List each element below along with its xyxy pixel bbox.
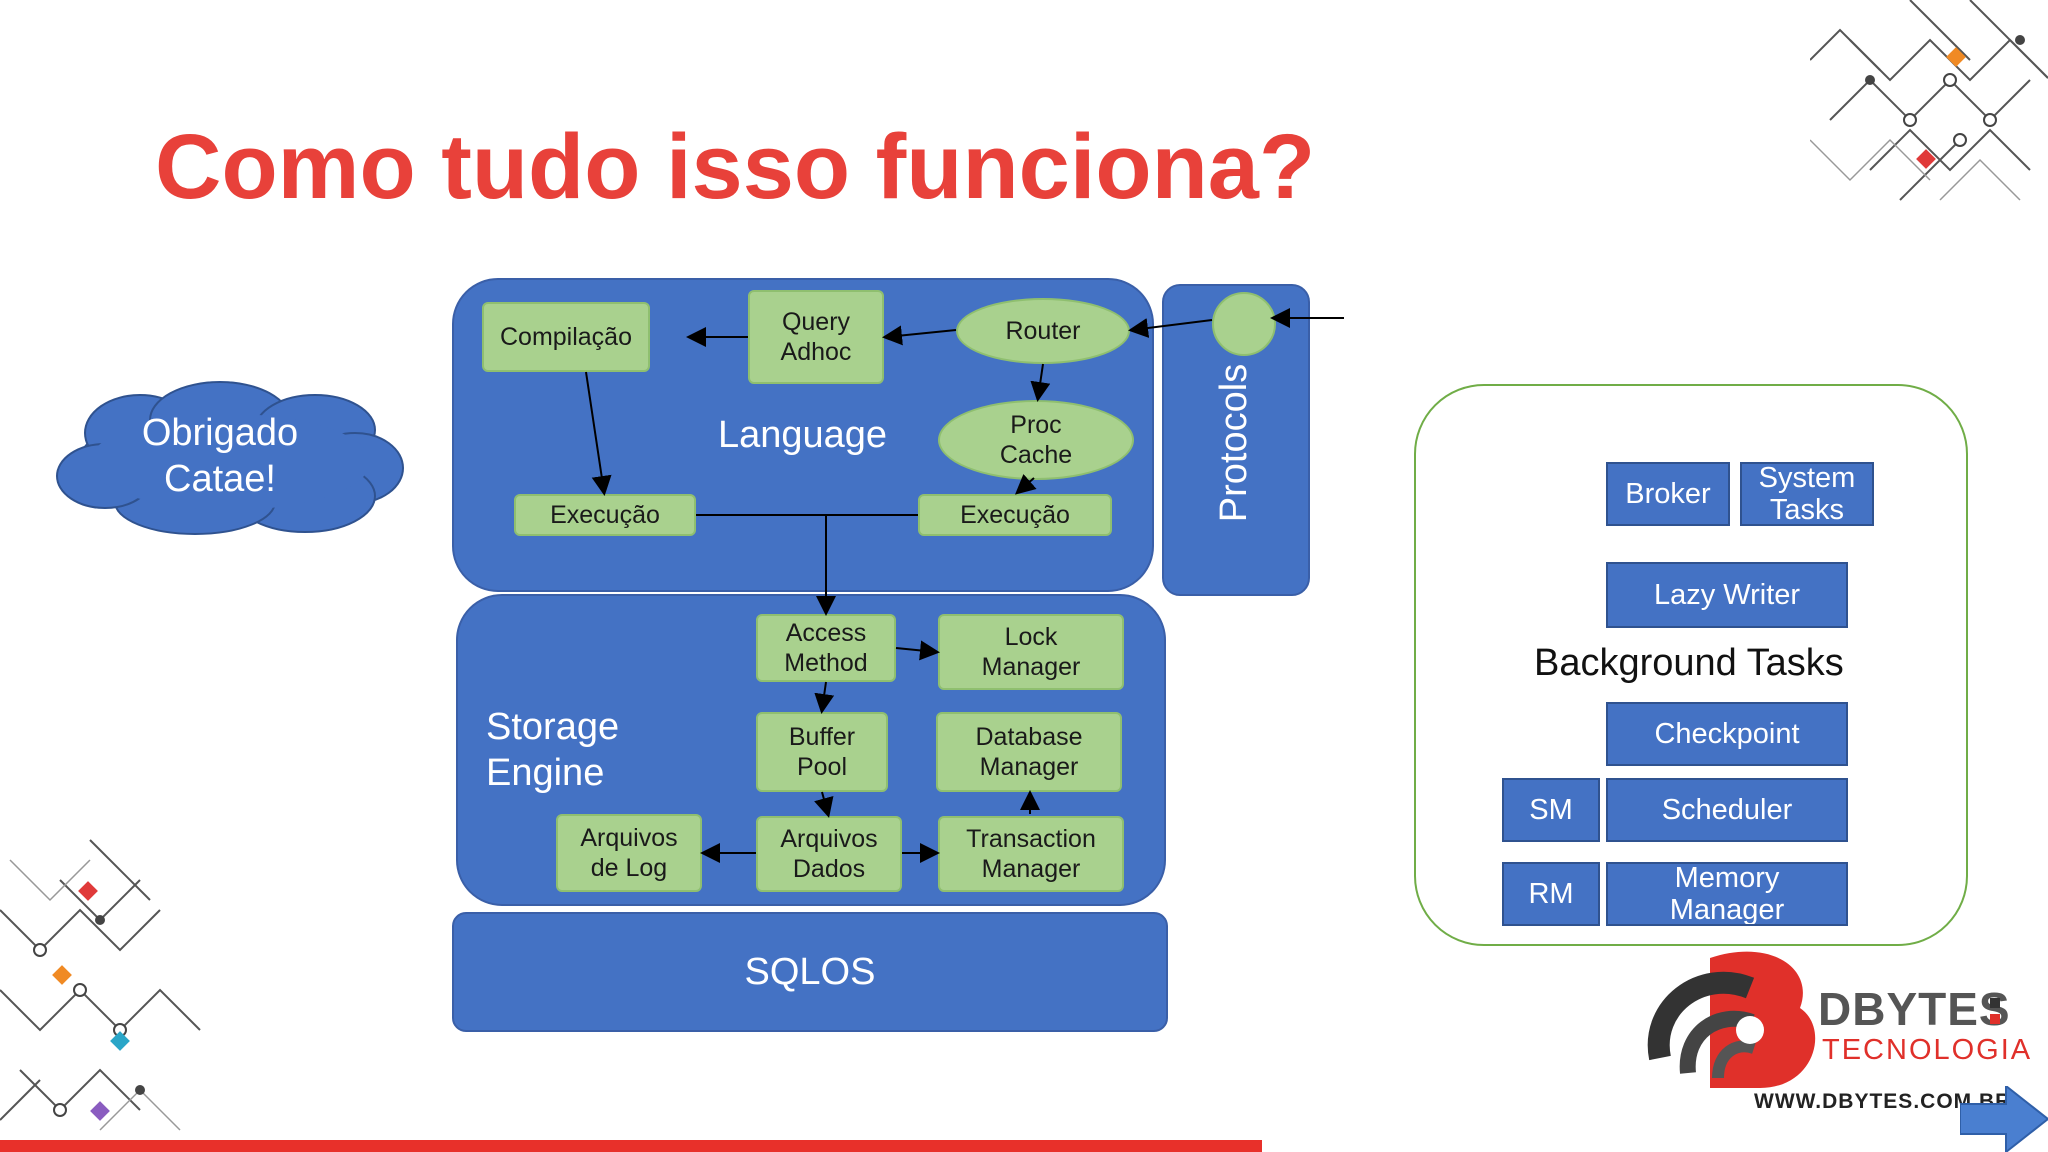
- sm-box: SM: [1502, 778, 1600, 842]
- buffer-pool-box: Buffer Pool: [756, 712, 888, 792]
- slide-title: Como tudo isso funciona?: [155, 116, 1316, 218]
- lazy-writer-box: Lazy Writer: [1606, 562, 1848, 628]
- buffer-pool-label: Buffer Pool: [788, 723, 856, 781]
- system-tasks-box: System Tasks: [1740, 462, 1874, 526]
- transaction-manager-box: Transaction Manager: [938, 816, 1124, 892]
- arquivos-dados-box: Arquivos Dados: [756, 816, 902, 892]
- rm-label: RM: [1528, 878, 1574, 910]
- database-manager-label: Database Manager: [975, 723, 1083, 781]
- bottom-accent-bar: [0, 1140, 1262, 1152]
- cloud-shape: [56, 381, 404, 535]
- scheduler-box: Scheduler: [1606, 778, 1848, 842]
- scheduler-label: Scheduler: [1661, 794, 1793, 826]
- circuit-decoration-bottom-left: [0, 839, 201, 1131]
- sqlos-panel: SQLOS: [452, 912, 1168, 1032]
- proc-cache-label: Proc Cache: [999, 411, 1073, 469]
- arquivos-log-label: Arquivos de Log: [580, 824, 678, 882]
- circuit-decoration-top-right: [1810, 0, 2048, 201]
- broker-label: Broker: [1625, 478, 1711, 510]
- router-ellipse: Router: [956, 298, 1130, 364]
- checkpoint-label: Checkpoint: [1654, 718, 1800, 750]
- execucao-left-label: Execução: [550, 501, 660, 529]
- broker-box: Broker: [1606, 462, 1730, 526]
- access-method-box: Access Method: [756, 614, 896, 682]
- checkpoint-box: Checkpoint: [1606, 702, 1848, 766]
- cloud-text: Obrigado Catae!: [141, 412, 299, 500]
- storage-engine-label: Storage Engine: [486, 706, 620, 794]
- compilacao-box: Compilação: [482, 302, 650, 372]
- lock-manager-box: Lock Manager: [938, 614, 1124, 690]
- logo-dot-red-icon: [1990, 1014, 2000, 1024]
- execucao-left-box: Execução: [514, 494, 696, 536]
- rm-box: RM: [1502, 862, 1600, 926]
- router-label: Router: [1005, 317, 1081, 345]
- execucao-right-box: Execução: [918, 494, 1112, 536]
- lock-manager-label: Lock Manager: [981, 623, 1081, 681]
- logo-subtitle: TECNOLOGIA: [1822, 1034, 2033, 1066]
- query-adhoc-label: Query Adhoc: [780, 308, 852, 366]
- memory-manager-label: Memory Manager: [1669, 862, 1785, 926]
- logo-url: WWW.DBYTES.COM.BR: [1754, 1090, 2012, 1113]
- logo-brand: DBYTES: [1818, 983, 2011, 1035]
- memory-manager-box: Memory Manager: [1606, 862, 1848, 926]
- arquivos-dados-label: Arquivos Dados: [780, 825, 878, 883]
- execucao-right-label: Execução: [960, 501, 1070, 529]
- language-label: Language: [718, 414, 888, 456]
- access-method-label: Access Method: [784, 619, 868, 677]
- lazy-writer-label: Lazy Writer: [1653, 579, 1801, 611]
- logo-dot-icon: [1990, 998, 2000, 1008]
- proc-cache-ellipse: Proc Cache: [938, 400, 1134, 480]
- next-slide-arrow-icon[interactable]: [1960, 1086, 2048, 1152]
- query-adhoc-box: Query Adhoc: [748, 290, 884, 384]
- compilacao-label: Compilação: [499, 323, 632, 351]
- transaction-manager-label: Transaction Manager: [966, 825, 1096, 883]
- dbytes-logo-mark: [1647, 951, 1816, 1088]
- database-manager-box: Database Manager: [936, 712, 1122, 792]
- sqlos-label: SQLOS: [744, 950, 876, 993]
- sm-label: SM: [1529, 794, 1573, 826]
- background-tasks-label: Background Tasks: [1534, 642, 1844, 684]
- system-tasks-label: System Tasks: [1758, 462, 1856, 526]
